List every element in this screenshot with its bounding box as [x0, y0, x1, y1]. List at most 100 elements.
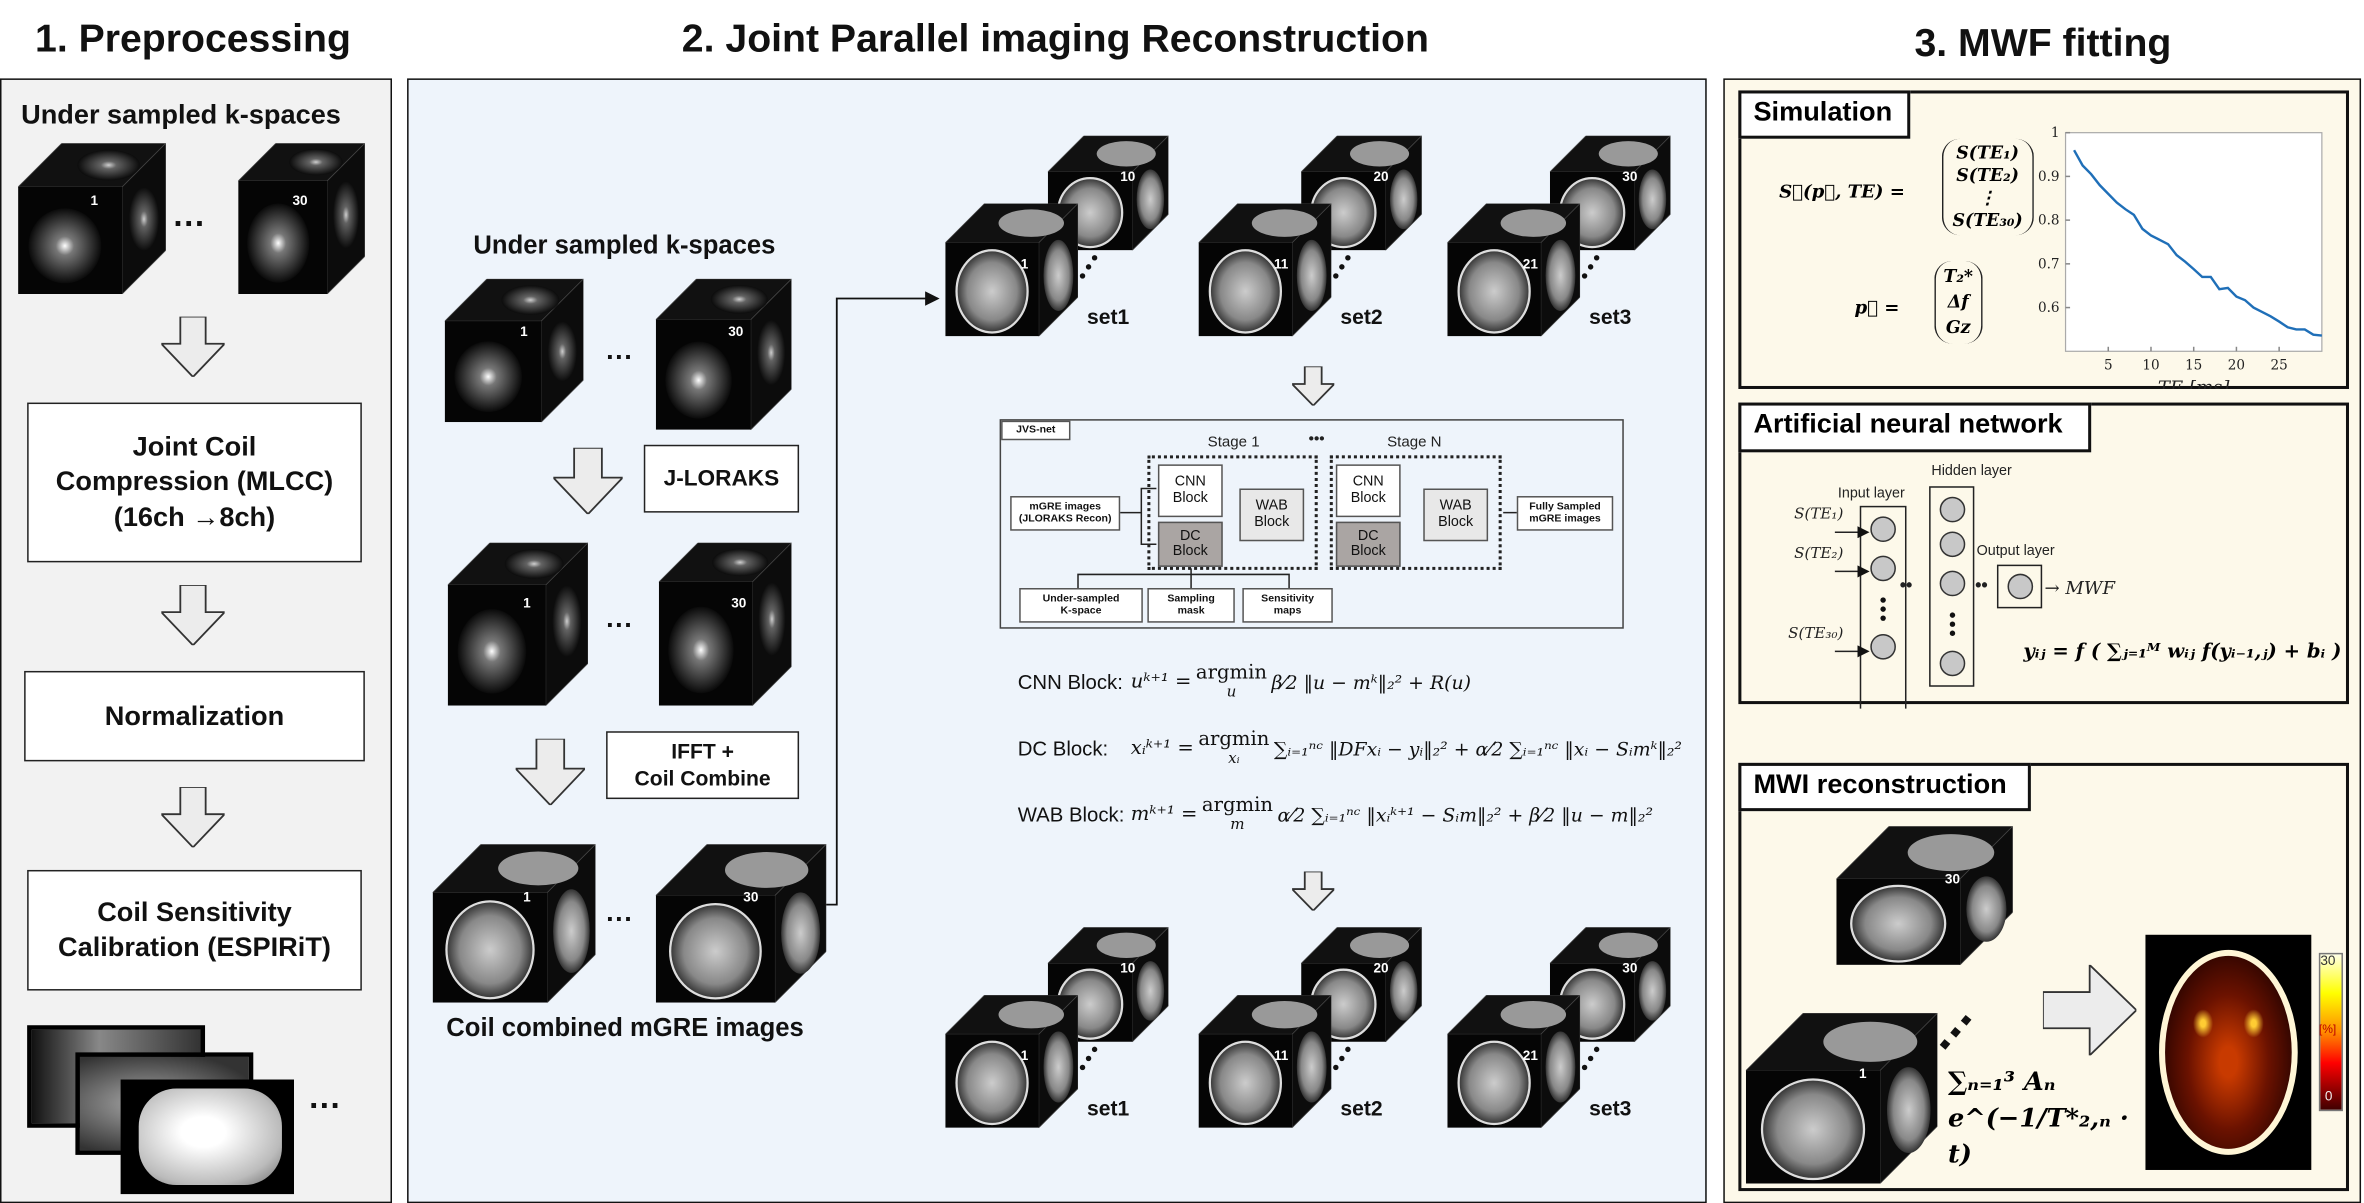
ellipsis-diagonal: [1333, 255, 1351, 279]
stage-n-label: Stage N: [1387, 434, 1442, 451]
down-arrow: [159, 584, 227, 653]
stage-dots: •••: [1308, 431, 1325, 448]
input-layer-label: Input layer: [1837, 485, 1905, 503]
step-coil-compression: Joint Coil Compression (MLCC) (16ch →8ch…: [27, 402, 362, 563]
set-cube-front: 21: [1447, 203, 1581, 337]
simulation-header: Simulation: [1738, 90, 1911, 139]
signal-series-line: [2073, 149, 2322, 337]
x-tick-label: 20: [2228, 357, 2245, 373]
signal-vector: S(TE₁)S(TE₂)⋮S(TE₃₀): [1941, 138, 2034, 236]
x-axis-label: TE [ms]: [2158, 378, 2230, 389]
x-tick-label: 15: [2185, 357, 2202, 373]
set-cube-front: 1: [945, 203, 1079, 337]
param-vector-lhs: p⃗ =: [1854, 297, 1900, 319]
kspace-cube-last: 30: [655, 278, 792, 430]
step-normalization: Normalization: [24, 670, 365, 762]
set-label: set3: [1589, 304, 1632, 329]
set-cube-front: 1: [945, 995, 1079, 1128]
jvsnet-connectors: [1077, 487, 1517, 589]
down-arrow: [1289, 870, 1337, 918]
set-cube-front: 11: [1198, 995, 1332, 1128]
coil-image-cube-first: 1: [432, 844, 596, 1003]
mwi-header: MWI reconstruction: [1738, 762, 2031, 812]
coil-combined-label: Coil combined mGRE images: [446, 1013, 804, 1042]
set-label: set2: [1340, 304, 1383, 329]
colorbar-max: 30: [2320, 952, 2336, 968]
kspace-cube-first: 1: [444, 278, 584, 423]
multi-exponential-model: ∑ₙ₌₁³ Aₙ e^(−1/T*₂,ₙ · t): [1947, 1067, 2129, 1170]
hidden-layer-label: Hidden layer: [1931, 462, 2012, 480]
ellipsis: ...: [309, 1078, 342, 1116]
jloraks-cube-first: 1: [447, 542, 589, 706]
kspace-cube-last: 30: [238, 143, 365, 295]
signal-vector-lhs: S⃗(p⃗, TE) =: [1779, 180, 1905, 203]
y-tick-label: 0.7: [2038, 256, 2060, 272]
ellipsis: ...: [606, 897, 634, 928]
ifft-coil-combine-step: IFFT + Coil Combine: [606, 731, 800, 800]
sensitivity-map: [120, 1079, 295, 1195]
neuron-equation: yᵢⱼ = f ( ∑ⱼ₌₁ᴹ wᵢⱼ f(yᵢ₋₁,ⱼ) + bᵢ ): [2023, 640, 2342, 664]
subpanel-mwi: [1738, 762, 2349, 1192]
y-tick-label: 0.8: [2038, 213, 2060, 229]
input-mgre-images: mGRE images(JLORAKS Recon): [1010, 496, 1121, 531]
kspace-cube-first: 1: [18, 143, 166, 295]
ellipsis-diagonal: [1581, 255, 1600, 279]
neural-network-graph: [1834, 486, 2043, 709]
mwf-map: [2145, 934, 2312, 1170]
mgre-cube-front: 1: [1745, 1013, 1938, 1184]
title-mwf-fitting: 3. MWF fitting: [1914, 19, 2172, 65]
jloraks-step: J-LORAKS: [643, 444, 800, 513]
ellipsis-diagonal: [1333, 1046, 1351, 1071]
set-cube-front: 11: [1198, 203, 1332, 337]
stage-n-box: [1329, 455, 1502, 570]
step-coil-sensitivity: Coil Sensitivity Calibration (ESPIRiT): [27, 869, 362, 991]
set-cube-front: 21: [1447, 995, 1581, 1128]
ann-header: Artificial neural network: [1738, 402, 2092, 453]
down-arrow: [1289, 365, 1337, 413]
input-te2: S(TE₂): [1794, 545, 1844, 563]
jvsnet-tag: JVS-net: [1001, 420, 1071, 441]
ellipsis: ••: [1899, 574, 1913, 596]
plot-area: [2064, 132, 2323, 352]
ellipsis-diagonal: [1581, 1046, 1600, 1071]
down-arrow: [159, 315, 227, 385]
down-arrow: [551, 446, 625, 522]
output-mwf: → MWF: [2044, 577, 2116, 599]
set-label: set3: [1589, 1096, 1632, 1121]
x-tick-label: 10: [2142, 357, 2159, 373]
colorbar: [2318, 952, 2343, 1112]
x-tick-label: 25: [2271, 357, 2288, 373]
kspace-label: Under sampled k-spaces: [21, 99, 341, 130]
ellipsis-diagonal: [1079, 255, 1098, 279]
set-label: set1: [1087, 304, 1130, 329]
ellipsis: ...: [606, 334, 634, 365]
output-layer-label: Output layer: [1976, 542, 2055, 560]
down-arrow: [159, 786, 227, 855]
y-tick-label: 0.9: [2038, 169, 2060, 185]
coil-image-cube-last: 30: [655, 844, 827, 1003]
jloraks-cube-last: 30: [658, 542, 792, 706]
set-cube-back: 10: [1047, 927, 1169, 1042]
ellipsis-diagonal: [1079, 1046, 1098, 1071]
colorbar-unit: [%]: [2318, 1022, 2337, 1036]
ellipsis: ••: [1975, 574, 1988, 596]
set-label: set2: [1340, 1096, 1383, 1121]
title-reconstruction: 2. Joint Parallel imaging Reconstruction: [681, 15, 1429, 61]
ellipsis: ...: [606, 603, 634, 634]
ellipsis: ...: [173, 196, 206, 234]
input-te1: S(TE₁): [1794, 506, 1844, 524]
